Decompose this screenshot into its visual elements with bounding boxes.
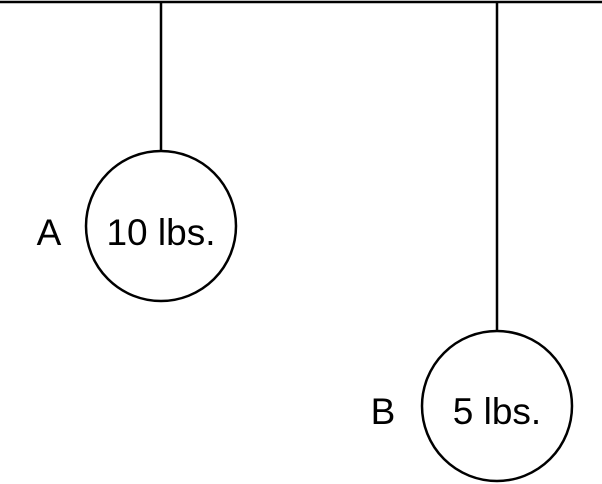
ball-b-label: B bbox=[371, 391, 396, 432]
ball-a-label: A bbox=[37, 212, 62, 253]
weight-a: 10 lbs. A bbox=[37, 2, 238, 303]
ball-b-weight: 5 lbs. bbox=[453, 391, 541, 432]
weight-b: 5 lbs. B bbox=[371, 2, 574, 483]
ball-a bbox=[84, 149, 238, 303]
ball-b bbox=[420, 329, 574, 483]
ball-a-weight: 10 lbs. bbox=[106, 212, 215, 253]
